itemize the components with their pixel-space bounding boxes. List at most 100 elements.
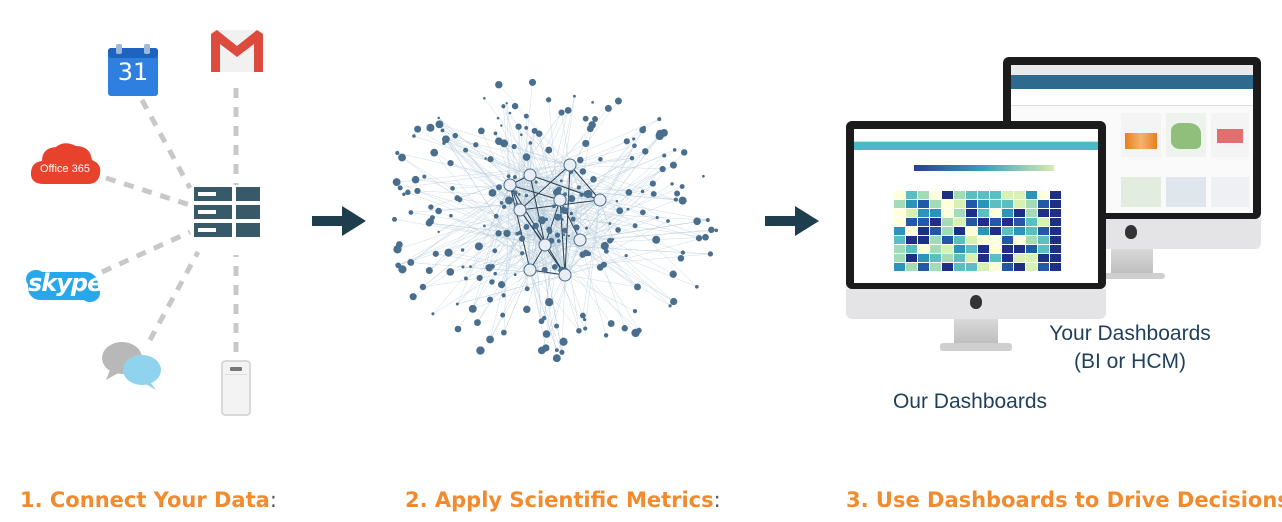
network-node <box>408 210 414 215</box>
heatmap-cell <box>918 245 929 253</box>
network-node <box>523 224 530 230</box>
network-node <box>486 335 495 344</box>
heatmap-cell <box>966 200 977 208</box>
heatmap-cell <box>894 218 905 226</box>
heatmap-cell <box>954 236 965 244</box>
heatmap-cell <box>954 254 965 262</box>
skype-label: skype <box>28 269 103 297</box>
network-node <box>426 123 435 132</box>
network-node <box>414 125 422 133</box>
heatmap-cell <box>1026 236 1037 244</box>
heatmap-cell <box>930 254 941 262</box>
network-node <box>435 120 444 129</box>
network-node <box>463 276 468 281</box>
connector-office <box>105 175 191 208</box>
apple-logo-icon <box>970 295 982 309</box>
connector-skype <box>100 229 192 275</box>
network-node <box>632 309 638 314</box>
network-node <box>425 266 433 275</box>
heatmap-cell <box>1038 236 1049 244</box>
network-node <box>484 157 487 160</box>
network-node <box>632 143 637 149</box>
network-node <box>493 213 499 219</box>
network-node <box>607 237 613 244</box>
network-node <box>562 227 568 234</box>
network-node <box>694 284 699 289</box>
network-node <box>407 259 415 266</box>
heatmap-cell <box>942 245 953 253</box>
network-node <box>634 283 641 291</box>
network-node <box>531 127 538 134</box>
heatmap-cell <box>918 263 929 271</box>
network-node <box>491 279 495 283</box>
network-node <box>570 216 576 222</box>
network-node <box>493 131 498 136</box>
network-node <box>626 207 630 211</box>
heatmap-cell <box>918 236 929 244</box>
network-node <box>486 296 494 303</box>
network-node <box>454 195 461 202</box>
network-node <box>621 325 628 332</box>
heatmap-cell <box>954 263 965 271</box>
heatmap-cell <box>1014 227 1025 235</box>
office365-label: Office 365 <box>40 163 90 175</box>
network-node <box>495 137 503 146</box>
network-node <box>440 128 445 133</box>
network-node <box>392 178 401 187</box>
network-node <box>707 251 714 257</box>
heatmap-cell <box>990 227 1001 235</box>
heatmap-cell <box>954 227 965 235</box>
network-node <box>669 161 677 169</box>
heatmap-cell <box>930 200 941 208</box>
network-node <box>680 250 686 255</box>
heatmap-cell <box>918 254 929 262</box>
heatmap-cell <box>978 200 989 208</box>
heatmap-cell <box>1014 236 1025 244</box>
network-node <box>600 261 607 268</box>
network-node <box>395 262 402 269</box>
network-node <box>558 109 565 116</box>
step-1-colon: : <box>269 488 277 512</box>
heatmap-cell <box>978 209 989 217</box>
network-node <box>642 148 649 155</box>
network-node <box>450 186 455 191</box>
network-node <box>629 155 635 161</box>
network-node <box>455 302 459 306</box>
network-node <box>544 217 549 221</box>
network-node <box>501 104 506 109</box>
network-node <box>546 226 553 233</box>
network-node <box>632 223 638 229</box>
network-node <box>561 207 569 215</box>
network-node <box>538 318 545 325</box>
network-node <box>430 148 439 157</box>
arrow-right-icon <box>312 206 366 236</box>
heatmap-cell <box>966 191 977 199</box>
network-node <box>582 115 589 122</box>
heatmap-cell <box>1038 263 1049 271</box>
gmail-icon <box>211 30 263 77</box>
network-node <box>542 221 545 225</box>
network-node <box>673 197 678 202</box>
step-3-text: 3. Use Dashboards to Drive Decisions <box>846 488 1282 512</box>
network-node <box>419 283 427 291</box>
database-servers-icon <box>194 187 262 250</box>
heatmap-cell <box>1050 254 1061 262</box>
heatmap-cell <box>942 191 953 199</box>
heatmap-cell <box>978 245 989 253</box>
network-node <box>655 216 659 220</box>
network-node <box>652 235 661 244</box>
network-node <box>714 228 719 233</box>
heatmap-cell <box>1050 200 1061 208</box>
network-hub-node <box>513 203 527 217</box>
network-node <box>517 192 521 196</box>
heatmap-cell <box>918 218 929 226</box>
network-node <box>573 224 580 231</box>
network-hub-node <box>563 158 577 172</box>
heatmap-cell <box>1050 191 1061 199</box>
network-node <box>655 131 664 141</box>
step-2-colon: : <box>713 488 721 512</box>
connector-chat <box>147 250 201 342</box>
heatmap-cell <box>1050 263 1061 271</box>
office365-icon: Office 365 <box>30 140 102 193</box>
network-node <box>674 190 681 197</box>
